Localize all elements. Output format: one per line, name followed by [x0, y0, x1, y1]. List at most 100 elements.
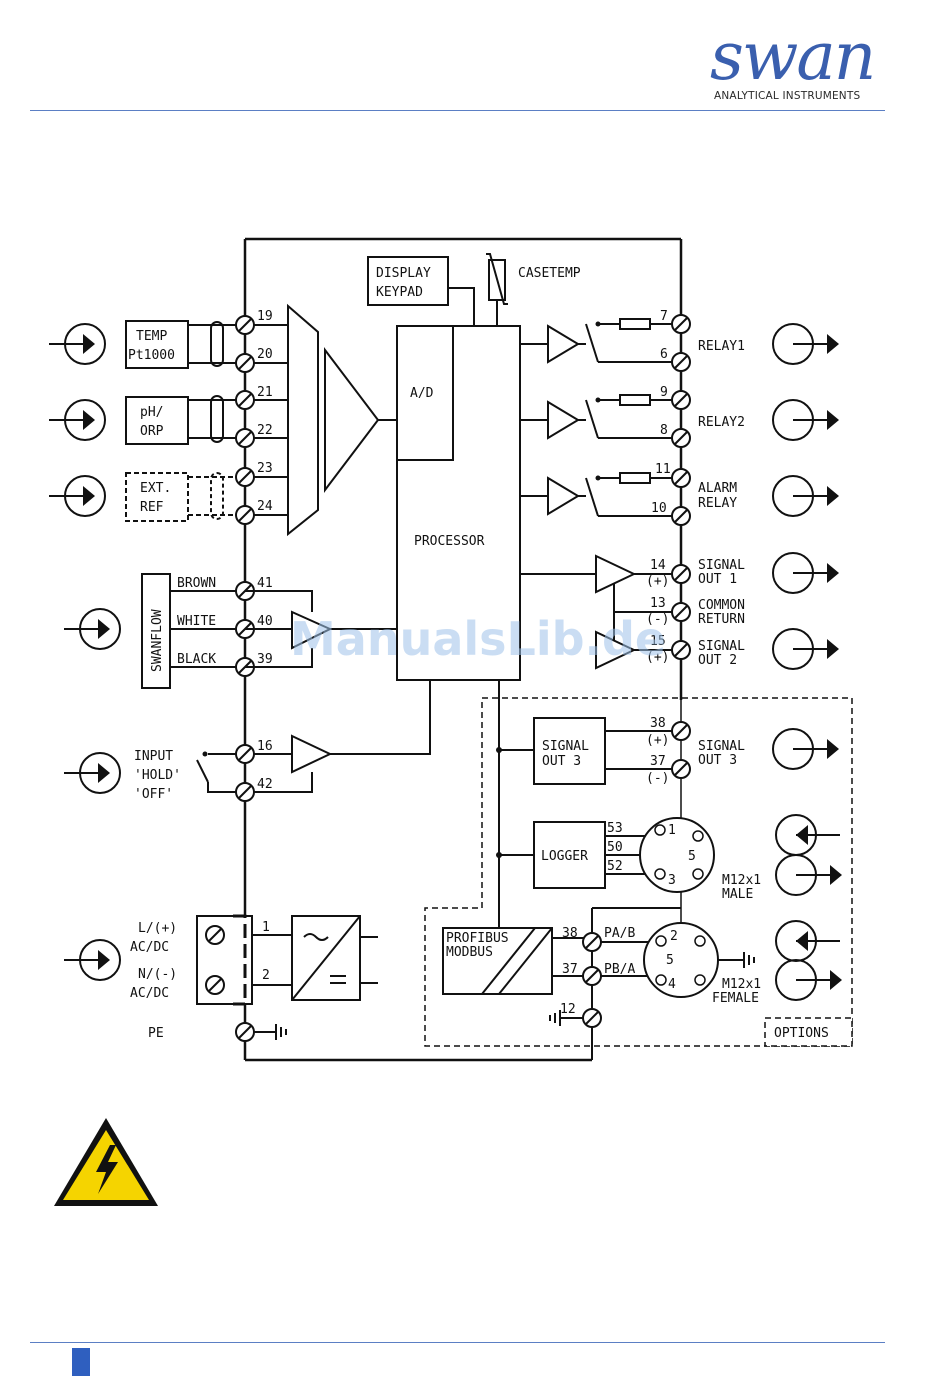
m12-male-connector: [639, 817, 715, 893]
profibus-label: PROFIBUS: [446, 931, 509, 946]
logger-label: LOGGER: [541, 849, 588, 864]
white-label: WHITE: [177, 614, 216, 629]
high-voltage-warning-icon: [54, 1118, 158, 1206]
swanflow-amplifier: [291, 610, 333, 650]
relay1-label: RELAY1: [698, 339, 745, 354]
signal2-label: SIGNAL: [698, 639, 745, 654]
ext-label: EXT.: [140, 481, 171, 496]
terminal-16: 16: [257, 739, 273, 754]
signal1-out-label: OUT 1: [698, 572, 737, 587]
input-arrow-female: [775, 920, 841, 962]
signal2-out-label: OUT 2: [698, 653, 737, 668]
signal2-amplifier: [595, 630, 637, 670]
ad-label: A/D: [410, 386, 434, 401]
terminal-52: 52: [607, 859, 623, 874]
input-multiplexer: [287, 303, 319, 537]
terminal-7: 7: [660, 309, 668, 324]
temp-label: TEMP: [136, 329, 167, 344]
terminal-15: 15: [650, 634, 666, 649]
polarity-37: (-): [646, 771, 669, 786]
alarm-relay-label: RELAY: [698, 496, 737, 511]
black-label: BLACK: [177, 652, 216, 667]
terminal-14: 14: [650, 558, 666, 573]
hold-amplifier: [291, 734, 333, 774]
terminal-2: 2: [262, 968, 270, 983]
swanflow-block: [141, 573, 171, 689]
logger-block: [533, 821, 606, 889]
temp-block: [125, 320, 189, 369]
fuse-relay2: [619, 394, 651, 406]
terminal-10: 10: [651, 501, 667, 516]
relay2-driver: [547, 400, 580, 440]
terminal-22: 22: [257, 423, 273, 438]
female-pin-2: 2: [670, 929, 678, 944]
terminal-42: 42: [257, 777, 273, 792]
female-type-label: FEMALE: [712, 991, 759, 1006]
terminal-19: 19: [257, 309, 273, 324]
watermark: ManualsLib.de: [290, 612, 666, 666]
options-label: OPTIONS: [774, 1026, 829, 1041]
signal-out3-block: [533, 717, 606, 785]
pt1000-label: Pt1000: [128, 348, 175, 363]
relay2-label: RELAY2: [698, 415, 745, 430]
footer-rule: [30, 1342, 885, 1343]
polarity-38: (+): [646, 733, 669, 748]
brand-wordmark: swan: [710, 18, 876, 95]
input-amplifier: [324, 347, 380, 493]
output-arrow-relay2: [772, 399, 840, 441]
output-arrow-signal1: [772, 552, 840, 594]
output-arrow-alarm: [772, 475, 840, 517]
header-rule: [30, 110, 885, 111]
terminal-1: 1: [262, 920, 270, 935]
terminal-24: 24: [257, 499, 273, 514]
output-arrow-signal2: [772, 628, 840, 670]
n-label: N/(-): [138, 967, 177, 982]
polarity-14: (+): [646, 574, 669, 589]
polarity-15: (+): [646, 650, 669, 665]
signal1-label: SIGNAL: [698, 558, 745, 573]
input-label: INPUT: [134, 749, 173, 764]
polarity-13: (-): [646, 612, 669, 627]
input-arrow-hold: [63, 752, 121, 794]
page-marker: [72, 1348, 90, 1376]
options-label-box: [764, 1017, 853, 1047]
terminal-40: 40: [257, 614, 273, 629]
bus-pba-label: PB/A: [604, 962, 635, 977]
female-pin-4: 4: [668, 977, 676, 992]
female-label: M12x1: [722, 977, 761, 992]
terminal-37a: 37: [650, 754, 666, 769]
terminal-12: 12: [560, 1002, 576, 1017]
hold-label: 'HOLD': [134, 768, 181, 783]
swanflow-label: SWANFLOW: [150, 609, 165, 672]
output-arrow-relay1: [772, 323, 840, 365]
ext-ref-block: [125, 472, 189, 522]
ref-label: REF: [140, 500, 164, 515]
alarm-label: ALARM: [698, 481, 737, 496]
terminal-50: 50: [607, 840, 623, 855]
pe-label: PE: [148, 1026, 164, 1041]
casetemp-label: CASETEMP: [518, 266, 581, 281]
output-arrow-male: [775, 854, 843, 896]
terminal-41: 41: [257, 576, 273, 591]
brand-logo: swan ANALYTICAL INSTRUMENTS: [700, 20, 890, 110]
ph-orp-block: [125, 396, 189, 445]
terminal-11: 11: [655, 462, 671, 477]
terminal-9: 9: [660, 385, 668, 400]
output-arrow-female: [775, 959, 843, 1001]
modbus-label: MODBUS: [446, 945, 493, 960]
input-arrow-male: [775, 814, 841, 856]
input-arrow-ext: [48, 475, 106, 517]
l-label: L/(+): [138, 921, 177, 936]
male-pin-3: 3: [668, 873, 676, 888]
off-label: 'OFF': [134, 787, 173, 802]
display-keypad-block: [367, 256, 449, 306]
m12-female-connector: [643, 922, 719, 998]
alarm-relay-driver: [547, 476, 580, 516]
brand-tagline: ANALYTICAL INSTRUMENTS: [714, 90, 861, 102]
input-arrow-ph: [48, 399, 106, 441]
input-arrow-swanflow: [63, 608, 121, 650]
terminal-8: 8: [660, 423, 668, 438]
ph-label: pH/: [140, 405, 163, 420]
brown-label: BROWN: [177, 576, 216, 591]
